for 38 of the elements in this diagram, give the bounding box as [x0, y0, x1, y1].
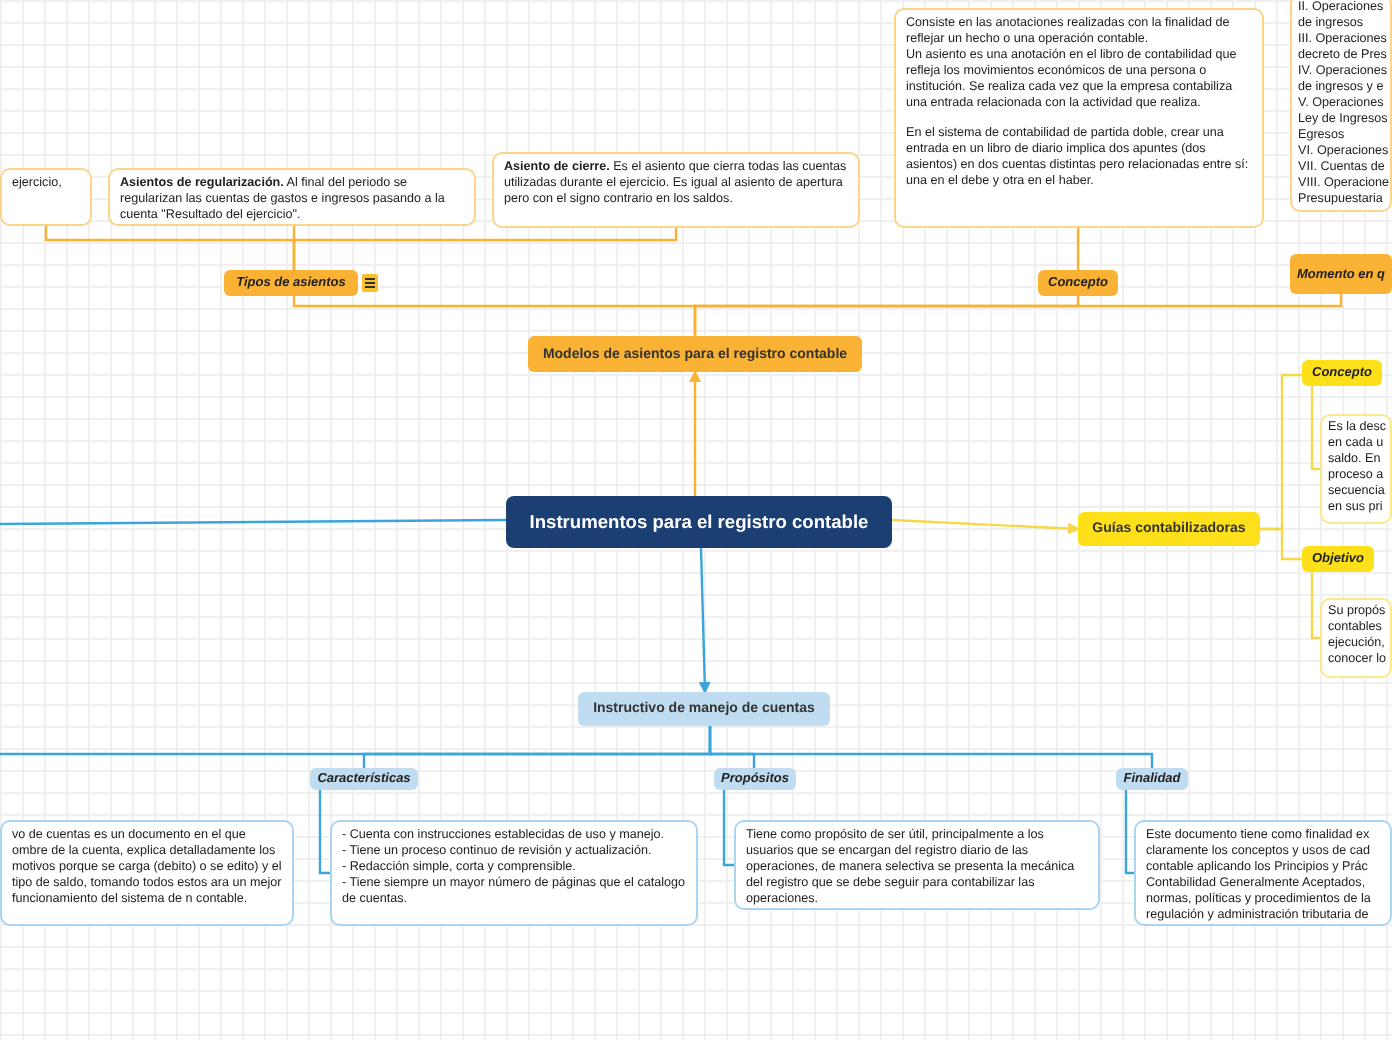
- connector-line: [1260, 527, 1302, 561]
- note-card: [108, 168, 476, 226]
- note-card: [492, 152, 860, 228]
- arrow: [891, 518, 1080, 535]
- connector-line: [1076, 228, 1080, 270]
- connector-line: [693, 294, 1343, 336]
- connector-line: [292, 228, 678, 270]
- note-card: [0, 820, 294, 926]
- subtopic-tag: [1302, 360, 1382, 386]
- topic-title: Instrumentos para el registro contable: [529, 512, 869, 532]
- connector-line: [1310, 572, 1320, 640]
- note-card: [1290, 0, 1392, 212]
- connector-line: [0, 518, 506, 526]
- note-card: [1134, 820, 1392, 926]
- note-card: [330, 820, 698, 926]
- connector-line: [0, 726, 712, 756]
- topic-box: [1078, 512, 1260, 546]
- subtopic-tag: [224, 270, 358, 296]
- topic-box: [528, 336, 862, 372]
- subtopic-tag: [714, 768, 796, 790]
- subtopic-tag: [1116, 768, 1188, 790]
- note-card: [894, 8, 1264, 228]
- arrow: [698, 547, 711, 694]
- connector-line: [318, 790, 330, 875]
- subtopic-tag: [1038, 270, 1118, 296]
- connector-line: [722, 790, 734, 867]
- subtopic-tag: [310, 768, 418, 790]
- note-card: [1320, 414, 1392, 524]
- connector-line: [1310, 386, 1320, 471]
- note-card: [734, 820, 1100, 910]
- subtopic-tag: [1290, 254, 1392, 294]
- arrow: [689, 370, 701, 496]
- topic-box: [578, 692, 830, 726]
- note-card: [1320, 598, 1392, 678]
- central-topic-box: [506, 496, 892, 548]
- subtopic-tag: [1302, 546, 1374, 572]
- connector-line: [1124, 790, 1134, 875]
- note-card: [0, 168, 92, 226]
